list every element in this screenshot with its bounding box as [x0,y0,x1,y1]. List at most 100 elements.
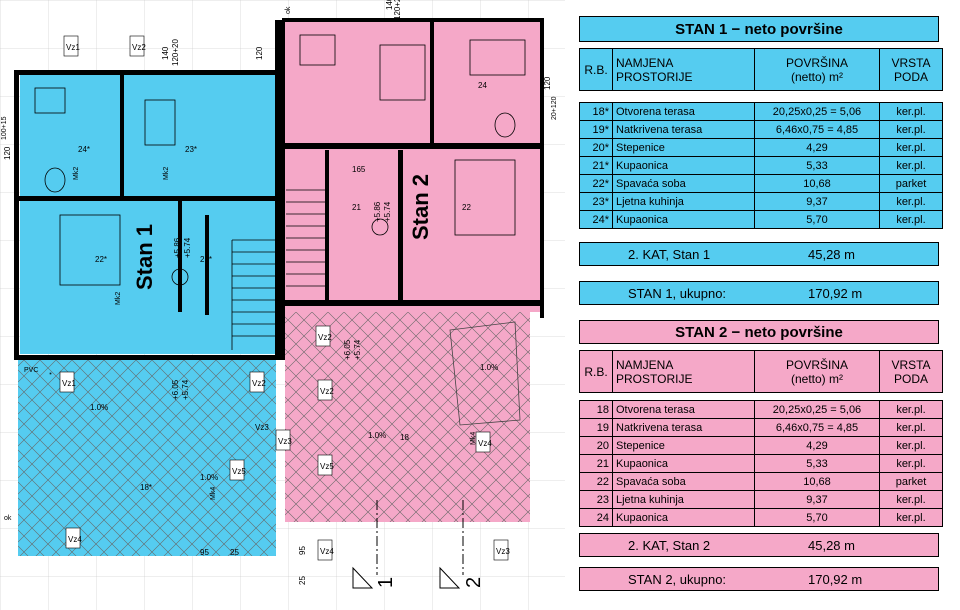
col-namjena: NAMJENA PROSTORIJE [612,48,755,91]
marker-label: Vz2 [320,387,334,396]
room-name: Natkrivena terasa [612,418,755,437]
room-tag: 18* [140,483,152,492]
misc-label: Mk4 [210,487,217,500]
room-area: 9,37 [754,192,880,211]
room-number: 23* [579,192,613,211]
room-tag: 22* [95,255,107,264]
dim-label: 120 [543,76,552,90]
stan1-kat-row: 2. KAT, Stan 1 45,28 m [579,242,939,266]
room-tag: 21* [200,255,212,264]
stan2-kat-label: 2. KAT, Stan 2 [628,537,711,553]
room-area: 4,29 [754,436,880,455]
marker-label: Vz5 [232,467,246,476]
col-namjena: NAMJENA PROSTORIJE [612,350,755,393]
stan2-header-table: R.B. NAMJENA PROSTORIJE POVRŠINA (netto)… [579,350,943,393]
misc-label: ok [285,6,292,14]
room-name: Otvorena terasa [612,400,755,419]
misc-label: PVC [24,367,38,374]
room-floor: ker.pl. [879,102,943,121]
room-name: Kupaonica [612,454,755,473]
slope-label: 1.0% [368,431,386,440]
room-name: Kupaonica [612,156,755,175]
col-vrsta: VRSTA PODA [879,48,943,91]
room-name: Natkrivena terasa [612,120,755,139]
room-tag: 18 [400,433,409,442]
room-area: 5,33 [754,454,880,473]
level-label: +5.74 [183,237,192,258]
room-area: 20,25x0,25 = 5,06 [754,102,880,121]
room-area: 20,25x0,25 = 5,06 [754,400,880,419]
room-floor: ker.pl. [879,490,943,509]
dim-label: 140 [385,0,394,10]
stan1-total-row: STAN 1, ukupno: 170,92 m [579,281,939,305]
slopes: 1.0% 1.0% 1.0% 1.0% [90,363,498,482]
room-tag: 21 [352,203,361,212]
dim-label: 120+20 [171,39,180,66]
room-name: Kupaonica [612,508,755,527]
misc-labels: ok ok 20+120 100+15 PVC Mk2 Mk2 Mk2 Mk4 … [1,6,558,522]
slope-label: 1.0% [90,403,108,412]
room-floor: ker.pl. [879,454,943,473]
col-vrsta: VRSTA PODA [879,350,943,393]
dim-label: 25 [298,576,307,585]
room-number: 18 [579,400,613,419]
dim-label: 95 [200,548,209,557]
dim-label: 120 [255,46,264,60]
section-mark-2: 2 [463,577,485,588]
misc-label: Mk4 [470,432,477,445]
room-number: 20* [579,138,613,157]
stairs-stan2 [286,189,325,287]
stairs-stan1 [231,239,275,350]
room-floor: ker.pl. [879,418,943,437]
room-number: 20 [579,436,613,455]
room-name: Stepenice [612,138,755,157]
room-number: 21* [579,156,613,175]
room-tags: 24* 23* 22* 21* 21 22 24 18* 18 19 [78,81,487,492]
marker-label: Vz4 [320,547,334,556]
col-rb: R.B. [579,350,613,393]
marker-label: Vz1 [66,43,80,52]
level-label: +5.74 [181,379,190,400]
room-area: 10,68 [754,472,880,491]
room-floor: ker.pl. [879,156,943,175]
room-area: 9,37 [754,490,880,509]
stan2-total-label: STAN 2, ukupno: [628,571,727,587]
room-floor: ker.pl. [879,120,943,139]
stan2-kat-value: 45,28 m [808,537,855,553]
stan1-title-box: STAN 1 − neto površine [579,16,939,42]
dimensions: 120 140 120+20 120 165 120 140 120+20 95… [3,0,552,585]
room-number: 18* [579,102,613,121]
stan1-label: Stan 1 [132,224,157,290]
slope-label: 1.0% [480,363,498,372]
misc-label: Mk2 [73,167,80,180]
stan2-title-box: STAN 2 − neto površine [579,320,939,344]
room-floor: ker.pl. [879,192,943,211]
room-number: 23 [579,490,613,509]
room-area: 5,70 [754,210,880,229]
misc-label: 100+15 [1,116,8,140]
stan1-kat-value: 45,28 m [808,246,855,262]
level-label: +5.74 [383,201,392,222]
marker-label: Vz2 [252,379,266,388]
room-number: 22* [579,174,613,193]
marker-label: Vz3 [255,423,269,432]
room-floor: ker.pl. [879,508,943,527]
room-name: Ljetna kuhinja [612,192,755,211]
dim-label: 95 [298,546,307,555]
misc-label: Mk2 [115,292,122,305]
room-floor: ker.pl. [879,138,943,157]
col-povrsina: POVRŠINA (netto) m² [754,48,880,91]
stan1-area [18,72,280,556]
marker-label: Vz4 [478,439,492,448]
misc-label: ok [4,515,12,522]
stan1-total-label: STAN 1, ukupno: [628,285,727,301]
room-tag: 24* [78,145,90,154]
